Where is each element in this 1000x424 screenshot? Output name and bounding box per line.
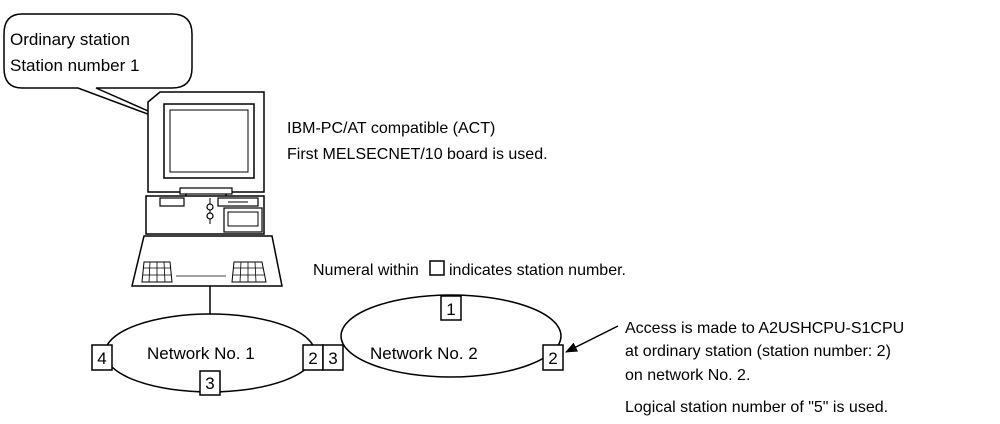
callout-bubble: Ordinary station Station number 1	[3, 13, 197, 133]
svg-text:3: 3	[328, 349, 337, 368]
svg-text:4: 4	[97, 349, 106, 368]
access-note-line3: on network No. 2.	[625, 367, 750, 384]
svg-text:2: 2	[308, 349, 317, 368]
station-box-net1-bottom: 3	[199, 370, 221, 396]
legend-prefix: Numeral within	[313, 262, 419, 279]
pc-label-line2: First MELSECNET/10 board is used.	[287, 146, 548, 163]
pc-label-line1: IBM-PC/AT compatible (ACT)	[287, 120, 495, 137]
pc-base-unit	[145, 195, 265, 235]
access-note-line4: Logical station number of "5" is used.	[625, 399, 888, 416]
station-box-net2-left: 3	[322, 344, 344, 371]
pc-monitor	[147, 91, 265, 198]
pc-keyboard	[131, 235, 283, 287]
svg-text:3: 3	[205, 374, 214, 393]
access-note-line1: Access is made to A2USHCPU-S1CPU	[625, 320, 904, 337]
legend-suffix: indicates station number.	[449, 262, 626, 279]
access-note-line2: at ordinary station (station number: 2)	[625, 343, 891, 360]
network-1-label: Network No. 1	[147, 344, 255, 363]
station-box-net2-top: 1	[440, 295, 462, 321]
station-box-net1-left: 4	[91, 344, 113, 371]
station-box-net1-right: 2	[302, 344, 324, 371]
access-arrow	[565, 325, 619, 353]
callout-line1: Ordinary station	[10, 30, 130, 49]
legend-box-icon	[429, 260, 445, 276]
svg-text:2: 2	[548, 349, 557, 368]
svg-text:1: 1	[446, 300, 455, 319]
network-2-loop	[340, 294, 562, 378]
station-box-net2-right: 2	[542, 344, 564, 371]
network-2-label: Network No. 2	[370, 344, 478, 363]
callout-line2: Station number 1	[10, 56, 139, 75]
station-number-legend: Numeral within indicates station number.	[313, 260, 626, 279]
